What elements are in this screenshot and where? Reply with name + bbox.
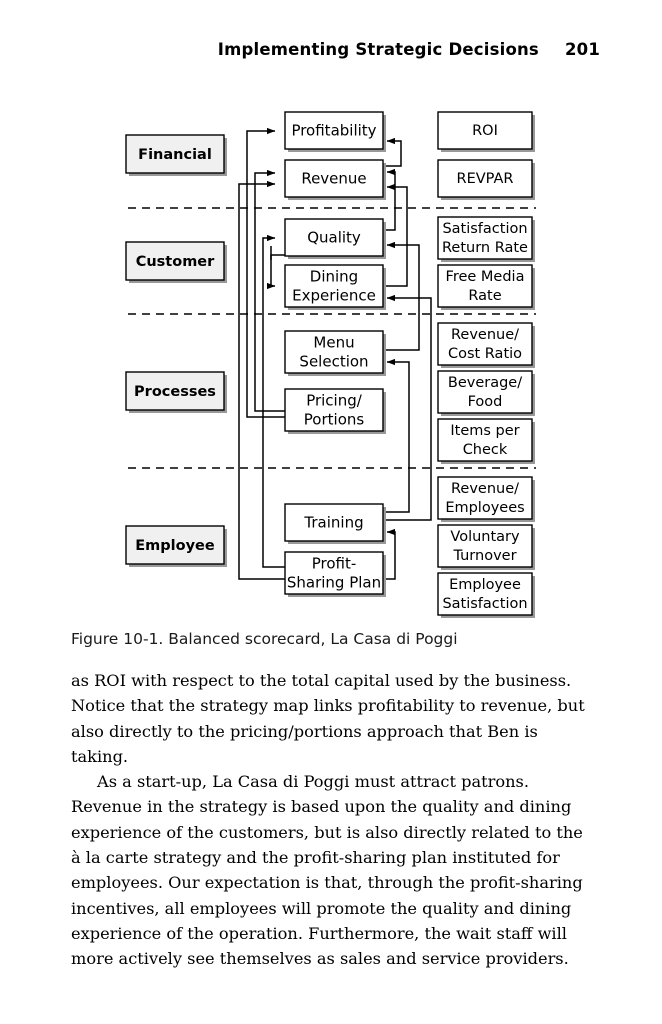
- running-head: Implementing Strategic Decisions 201: [0, 40, 600, 59]
- strategy-map-objective-boxes: Profitability Revenue Quality Dining Exp…: [284, 111, 386, 597]
- running-head-title: Implementing Strategic Decisions: [217, 40, 539, 59]
- objective-label-profit-sharing-plan-line2: Sharing Plan: [287, 574, 381, 592]
- body-paragraph-1: as ROI with respect to the total capital…: [71, 671, 585, 766]
- objective-label-menu-selection-line1: Menu: [313, 334, 354, 352]
- measure-box-revpar[interactable]: REVPAR: [437, 159, 535, 200]
- page-number: 201: [564, 40, 600, 59]
- measure-label-revpar: REVPAR: [457, 171, 514, 187]
- objective-box-revenue[interactable]: Revenue: [284, 159, 386, 200]
- connector-profitsharing-to-revenue: [238, 180, 285, 580]
- measure-boxes: ROI REVPAR Satisfaction Return Rate Free…: [437, 111, 535, 618]
- connector-profitsharing-to-quality: [262, 234, 285, 568]
- objective-label-revenue: Revenue: [301, 170, 366, 188]
- measure-label-roi: ROI: [472, 123, 498, 139]
- objective-label-profitability: Profitability: [291, 122, 376, 140]
- connector-dining-to-revenue: [383, 183, 408, 287]
- measure-label-satisfaction-return-rate-line2: Return Rate: [442, 240, 528, 256]
- connector-training-to-dining: [383, 294, 432, 521]
- objective-label-dining-experience-line1: Dining: [310, 268, 358, 286]
- body-text: as ROI with respect to the total capital…: [71, 668, 589, 972]
- measure-label-voluntary-turnover-line1: Voluntary: [450, 529, 520, 545]
- objective-box-profitability[interactable]: Profitability: [284, 111, 386, 152]
- category-box-employee[interactable]: Employee: [125, 525, 227, 567]
- objective-box-profit-sharing-plan[interactable]: Profit- Sharing Plan: [284, 551, 386, 597]
- measure-label-employee-satisfaction-line2: Satisfaction: [442, 596, 527, 612]
- objective-box-quality[interactable]: Quality: [284, 218, 386, 259]
- measure-label-satisfaction-return-rate-line1: Satisfaction: [442, 221, 527, 237]
- figure-balanced-scorecard: Financial Customer Processes Employee Pr…: [0, 100, 662, 625]
- category-label-financial: Financial: [138, 147, 212, 163]
- body-paragraph-2: As a start-up, La Casa di Poggi must att…: [71, 772, 583, 969]
- objective-label-dining-experience-line2: Experience: [292, 287, 376, 305]
- category-box-financial[interactable]: Financial: [125, 134, 227, 176]
- measure-label-revenue-employees-line2: Employees: [445, 500, 524, 516]
- connector-training-to-menu: [383, 358, 410, 513]
- measure-label-beverage-food-line2: Food: [468, 394, 503, 410]
- measure-label-free-media-rate-line2: Rate: [468, 288, 501, 304]
- measure-box-free-media-rate[interactable]: Free Media Rate: [437, 264, 535, 310]
- objective-box-pricing-portions[interactable]: Pricing/ Portions: [284, 388, 386, 434]
- objective-label-training: Training: [303, 514, 363, 532]
- category-label-employee: Employee: [135, 538, 215, 554]
- category-label-customer: Customer: [136, 254, 215, 270]
- connector-quality-to-revenue: [383, 168, 396, 231]
- measure-box-beverage-food[interactable]: Beverage/ Food: [437, 370, 535, 416]
- connector-profitsharing-to-training: [383, 528, 396, 580]
- strategy-map-connectors: [238, 127, 432, 580]
- measure-label-voluntary-turnover-line2: Turnover: [452, 548, 516, 564]
- measure-box-employee-satisfaction[interactable]: Employee Satisfaction: [437, 572, 535, 618]
- objective-box-menu-selection[interactable]: Menu Selection: [284, 330, 386, 376]
- perspective-dividers: [128, 207, 536, 469]
- category-box-processes[interactable]: Processes: [125, 371, 227, 413]
- connector-pricing-to-revenue: [254, 169, 285, 412]
- connector-revenue-to-profitability: [383, 137, 402, 167]
- connector-pricing-to-profitability: [246, 127, 285, 418]
- category-label-processes: Processes: [134, 384, 216, 400]
- measure-box-satisfaction-return-rate[interactable]: Satisfaction Return Rate: [437, 216, 535, 262]
- objective-label-quality: Quality: [307, 229, 361, 247]
- measure-label-revenue-cost-ratio-line2: Cost Ratio: [448, 346, 522, 362]
- measure-label-revenue-employees-line1: Revenue/: [451, 481, 519, 497]
- perspective-category-boxes: Financial Customer Processes Employee: [125, 134, 227, 567]
- measure-box-revenue-cost-ratio[interactable]: Revenue/ Cost Ratio: [437, 322, 535, 368]
- measure-label-employee-satisfaction-line1: Employee: [449, 577, 521, 593]
- figure-caption: Figure 10-1. Balanced scorecard, La Casa…: [71, 630, 458, 648]
- objective-label-menu-selection-line2: Selection: [299, 353, 368, 371]
- measure-box-revenue-employees[interactable]: Revenue/ Employees: [437, 476, 535, 522]
- measure-label-beverage-food-line1: Beverage/: [448, 375, 522, 391]
- measure-label-revenue-cost-ratio-line1: Revenue/: [451, 327, 519, 343]
- objective-label-pricing-portions-line1: Pricing/: [306, 392, 363, 410]
- connector-profitsharing-to-dining: [266, 246, 276, 290]
- measure-label-items-per-check-line1: Items per: [450, 423, 519, 439]
- objective-box-dining-experience[interactable]: Dining Experience: [284, 264, 386, 310]
- category-box-customer[interactable]: Customer: [125, 241, 227, 283]
- measure-box-items-per-check[interactable]: Items per Check: [437, 418, 535, 464]
- measure-box-voluntary-turnover[interactable]: Voluntary Turnover: [437, 524, 535, 570]
- objective-label-pricing-portions-line2: Portions: [304, 411, 365, 429]
- measure-label-free-media-rate-line1: Free Media: [446, 269, 525, 285]
- objective-label-profit-sharing-plan-line1: Profit-: [312, 555, 357, 573]
- connector-quality-down-stub: [270, 254, 285, 260]
- objective-box-training[interactable]: Training: [284, 503, 386, 544]
- measure-box-roi[interactable]: ROI: [437, 111, 535, 152]
- measure-label-items-per-check-line2: Check: [463, 442, 508, 458]
